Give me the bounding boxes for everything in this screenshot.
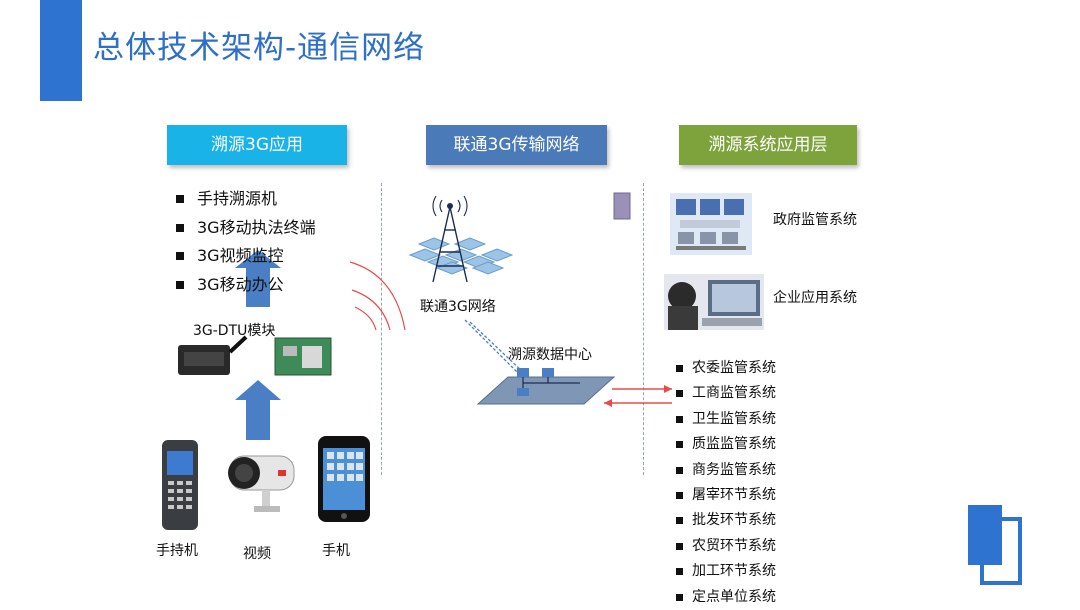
list-item: 3G移动执法终端	[175, 214, 316, 243]
corner-filled-square	[968, 505, 1002, 565]
list-item: 农委监管系统	[676, 356, 776, 381]
list-item: 商务监管系统	[676, 458, 776, 483]
system-list: 农委监管系统 工商监管系统 卫生监管系统 质监监管系统 商务监管系统 屠宰环节系…	[676, 356, 776, 610]
list-item: 工商监管系统	[676, 381, 776, 406]
list-item: 加工环节系统	[676, 559, 776, 584]
enterprise-user-icon	[664, 274, 764, 330]
cell-tower-icon	[410, 196, 512, 282]
list-item: 3G视频监控	[175, 242, 316, 271]
app-list: 手持溯源机 3G移动执法终端 3G视频监控 3G移动办公	[175, 185, 316, 300]
device-label-phone: 手机	[322, 540, 350, 560]
dtu-module-label: 3G-DTU模块	[193, 320, 275, 340]
list-item: 手持溯源机	[175, 185, 316, 214]
data-exchange-arrows	[604, 389, 672, 403]
surveillance-camera-icon	[228, 456, 294, 512]
list-item: 批发环节系统	[676, 508, 776, 533]
signal-waves-icon	[350, 262, 405, 330]
smartphone-icon	[318, 436, 370, 522]
list-item: 3G移动办公	[175, 271, 316, 300]
list-item: 质监监管系统	[676, 432, 776, 457]
device-label-video: 视频	[243, 543, 271, 563]
device-label-handheld: 手持机	[156, 540, 198, 560]
datacenter-label: 溯源数据中心	[508, 344, 592, 364]
storage-box-icon	[614, 193, 630, 219]
gov-system-label: 政府监管系统	[773, 209, 857, 229]
list-item: 农贸环节系统	[676, 534, 776, 559]
server-icon	[478, 368, 614, 404]
list-item: 屠宰环节系统	[676, 483, 776, 508]
network-label: 联通3G网络	[420, 296, 496, 316]
list-item: 卫生监管系统	[676, 407, 776, 432]
government-monitoring-icon	[670, 193, 752, 255]
dtu-module-icon	[178, 337, 331, 375]
enterprise-system-label: 企业应用系统	[773, 287, 857, 307]
handheld-terminal-icon	[162, 440, 198, 530]
list-item: 定点单位系统	[676, 585, 776, 610]
